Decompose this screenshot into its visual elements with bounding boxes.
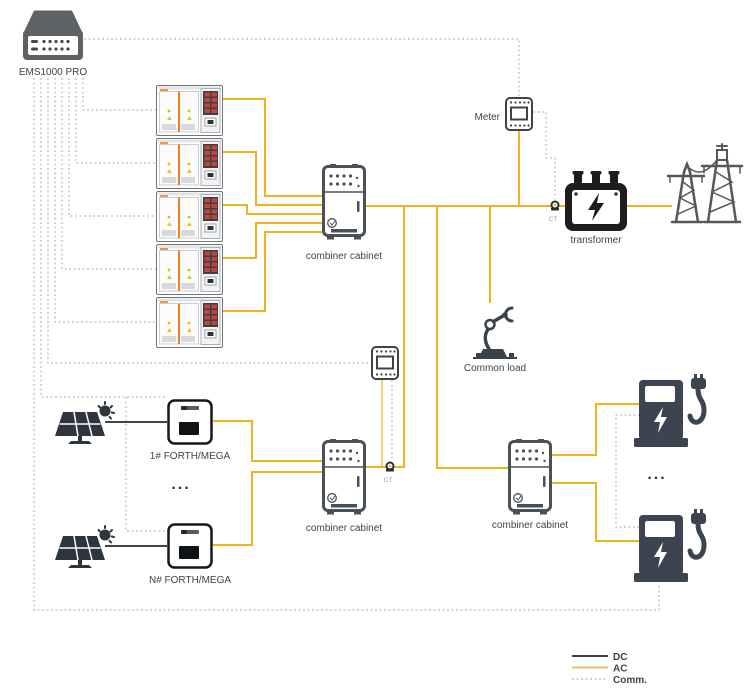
transformer-icon [565,171,627,231]
ct-grid-label: CT [549,216,558,223]
legend-ac-label: AC [613,664,627,675]
common-load-label: Common load [464,363,526,374]
meter-icon [505,97,533,131]
combiner-bottom-right-label: combiner cabinet [492,520,568,531]
ev-charger-icon [634,509,706,582]
combiner-bottom-left-label: combiner cabinet [306,523,382,534]
storage-meter-icon [371,346,399,380]
inverter-first-icon [167,399,213,445]
combiner-cabinet-bottom-right-icon [508,437,552,516]
charger-ellipsis: ... [647,466,666,483]
comm-lines [33,38,660,611]
combiner-cabinet-top-icon [322,162,366,241]
ems-controller-icon [23,10,83,60]
battery-cabinet-icon [155,137,224,190]
battery-cabinet-icon [155,296,224,349]
inverter-last-label: N# FORTH/MEGA [149,575,231,586]
combiner-top-label: combiner cabinet [306,251,382,262]
legend: DC AC Comm. [572,652,647,686]
ct-grid-icon [550,200,560,212]
power-grid-icon [666,143,744,224]
meter-label: Meter [474,112,500,123]
legend-dc-label: DC [613,652,627,663]
ev-charger-icon [634,374,706,447]
inverter-first-label: 1# FORTH/MEGA [150,451,231,462]
combiner-cabinet-bottom-left-icon [322,437,366,516]
battery-cabinet-icon [155,84,224,137]
battery-cabinet-stack [155,84,224,349]
dc-lines [105,421,167,547]
inverter-ellipsis: ... [171,476,190,493]
ct-storage-icon [385,461,395,473]
inverter-last-icon [167,523,213,569]
ct-storage-label: CT [384,477,393,484]
battery-cabinet-icon [155,190,224,243]
ems-label: EMS1000 PRO [19,67,88,78]
battery-cabinet-icon [155,243,224,296]
ac-lines [213,98,672,546]
common-load-icon [473,306,517,359]
legend-comm-label: Comm. [613,675,647,686]
transformer-label: transformer [570,235,622,246]
